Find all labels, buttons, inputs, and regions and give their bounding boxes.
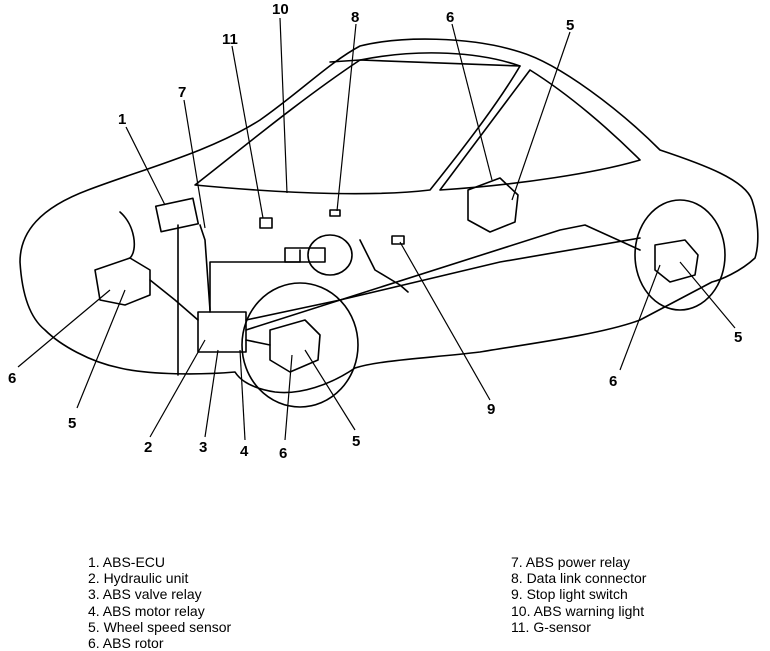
- leader-7: [183, 99, 206, 229]
- legend-item: 5. Wheel speed sensor: [88, 618, 232, 635]
- leader-9: [399, 241, 491, 401]
- legend-item: 3. ABS valve relay: [88, 586, 202, 603]
- legend-item: 6. ABS rotor: [88, 635, 164, 651]
- leader-11: [231, 45, 264, 219]
- legend-item: 9. Stop light switch: [511, 586, 628, 603]
- front-right-brake: [94, 257, 151, 306]
- callout-4: 4: [240, 443, 249, 460]
- callout-8: 8: [351, 9, 359, 26]
- rear-right-wheel: [634, 199, 726, 311]
- windshield-outline: [194, 52, 521, 195]
- callout-9: 9: [487, 401, 495, 418]
- legend-item: 11. G-sensor: [511, 618, 591, 635]
- legend-item: 8. Data link connector: [511, 570, 647, 587]
- callout-2: 2: [144, 439, 152, 456]
- front-right-strut: [119, 211, 136, 259]
- legend-left-column: 1. ABS-ECU 2. Hydraulic unit 3. ABS valv…: [88, 554, 231, 651]
- leader-6-left: [17, 289, 111, 368]
- callout-6a: 6: [446, 9, 454, 26]
- leader-6-right: [619, 264, 661, 371]
- master-cylinder: [284, 247, 326, 263]
- legend-right-column: 7. ABS power relay 8. Data link connecto…: [511, 554, 646, 635]
- callout-6b: 6: [8, 370, 16, 387]
- stop-light-switch-part: [391, 235, 405, 245]
- brake-booster: [307, 234, 353, 276]
- brake-line-rear: [209, 237, 641, 321]
- legend-item: 10. ABS warning light: [511, 602, 645, 619]
- car-body-outline: [19, 38, 759, 394]
- harness-line: [177, 224, 211, 376]
- brake-pedal: [359, 239, 409, 293]
- roof-line: [329, 59, 521, 67]
- rear-right-brake: [654, 239, 699, 283]
- legend-item: 1. ABS-ECU: [88, 554, 166, 570]
- leader-5-top: [511, 31, 571, 201]
- legend-item: 4. ABS motor relay: [88, 602, 205, 619]
- callout-10: 10: [272, 1, 289, 18]
- callout-3: 3: [199, 439, 207, 456]
- leader-8: [336, 23, 357, 212]
- callout-11: 11: [222, 31, 238, 48]
- leader-1: [125, 126, 166, 206]
- hydraulic-unit: [197, 311, 247, 353]
- front-left-wheel: [241, 282, 359, 408]
- callout-5c: 5: [352, 433, 360, 450]
- data-link-connector-part: [329, 209, 341, 217]
- rear-left-brake: [467, 177, 519, 233]
- legend-item: 2. Hydraulic unit: [88, 570, 189, 587]
- callout-5d: 5: [734, 329, 742, 346]
- leader-2: [149, 339, 206, 438]
- leader-3: [204, 349, 219, 438]
- leader-4: [239, 349, 246, 441]
- abs-ecu-box: [154, 197, 200, 233]
- leader-5-mid: [304, 349, 356, 431]
- front-left-brake: [269, 319, 321, 373]
- legend-item: 7. ABS power relay: [511, 554, 631, 570]
- brake-line-rear-2: [245, 224, 641, 331]
- leader-10: [279, 17, 288, 194]
- leader-6-mid: [284, 354, 293, 441]
- side-window-outline: [439, 69, 641, 191]
- callout-5b: 5: [68, 415, 76, 432]
- callout-7: 7: [178, 84, 186, 101]
- callout-1: 1: [118, 111, 126, 128]
- brake-line-front: [149, 279, 271, 346]
- callout-6c: 6: [279, 445, 287, 462]
- callout-5a: 5: [566, 17, 574, 34]
- abs-layout-diagram: 1 7 11 10 8 6 5 6 5 2 3 4 6 5 9 6 5: [8, 1, 759, 462]
- callout-6d: 6: [609, 373, 617, 390]
- leader-5-right: [679, 261, 736, 329]
- leader-6-top: [451, 23, 493, 181]
- g-sensor-part: [259, 217, 273, 229]
- leader-5-left: [76, 289, 126, 409]
